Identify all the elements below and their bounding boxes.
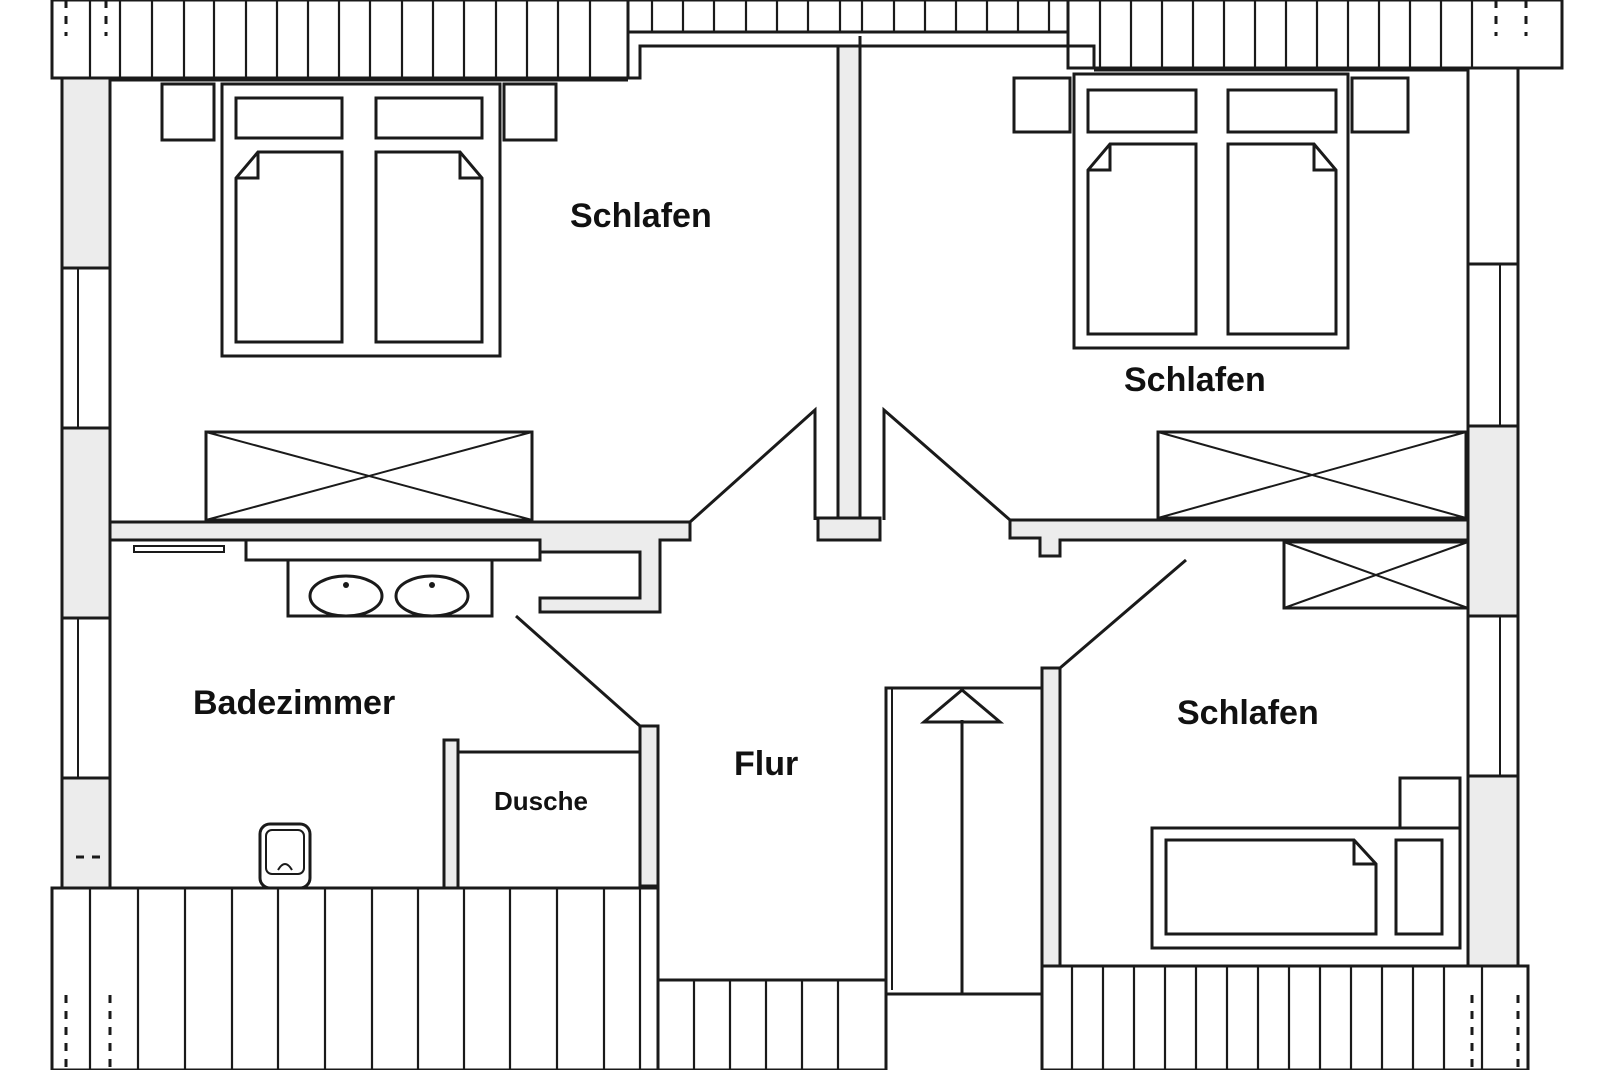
roof-rafters-bottom <box>50 886 1530 1070</box>
staircase-arrow-icon <box>919 688 1005 724</box>
wardrobe-schlafen-3 <box>1282 540 1470 610</box>
room-label-schlafen-3: Schlafen <box>1177 694 1319 732</box>
double-bed-schlafen-2 <box>1012 72 1410 350</box>
room-label-schlafen-1: Schlafen <box>570 197 712 235</box>
double-sink <box>286 558 494 618</box>
outer-walls <box>60 66 1520 968</box>
towel-rail <box>133 545 225 553</box>
staircase <box>884 686 1044 996</box>
room-label-dusche: Dusche <box>494 786 588 816</box>
bathroom-fixtures <box>133 538 542 890</box>
room-label-flur: Flur <box>734 745 799 783</box>
double-bed-schlafen-1 <box>160 82 558 358</box>
single-bed-schlafen-3 <box>1150 776 1462 950</box>
toilet <box>258 822 312 890</box>
room-label-schlafen-2: Schlafen <box>1124 361 1266 399</box>
wardrobe-schlafen-2 <box>1156 430 1468 520</box>
wardrobe-schlafen-1 <box>204 430 534 522</box>
room-label-badezimmer: Badezimmer <box>193 684 396 722</box>
roof-rafters-top <box>50 0 1564 80</box>
